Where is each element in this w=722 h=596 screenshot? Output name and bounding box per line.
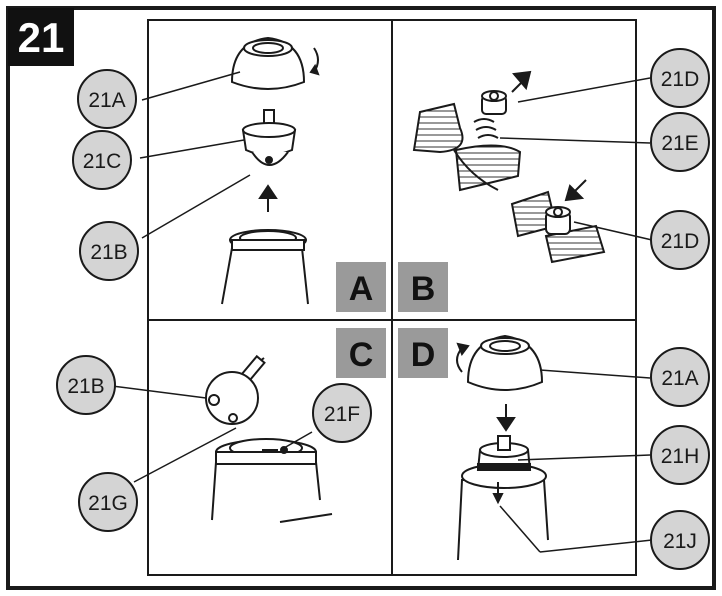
membrane-part-bottom (510, 190, 606, 264)
valve-ball-part (205, 354, 266, 425)
rotate-arrow-head-icon (309, 63, 320, 76)
step-number: 21 (18, 14, 65, 61)
panel-grid (147, 19, 637, 576)
panel-c-illustration (205, 354, 333, 523)
dome-cap-part-d (466, 334, 544, 391)
valve-assembly-part (241, 109, 297, 166)
svg-text:21F: 21F (324, 403, 360, 426)
svg-text:21E: 21E (661, 132, 698, 155)
up-arrow-icon (258, 184, 278, 212)
callout-d-top: 21A (650, 347, 710, 407)
svg-text:21H: 21H (661, 445, 700, 468)
svg-text:21C: 21C (83, 150, 122, 173)
svg-text:21D: 21D (661, 68, 700, 91)
dome-cap-part (230, 36, 306, 90)
svg-text:21A: 21A (88, 89, 125, 112)
callout-b-bottom: 21D (650, 210, 710, 270)
svg-text:21B: 21B (90, 241, 127, 264)
panel-label-c: C (336, 328, 386, 378)
callout-d-mid: 21H (650, 425, 710, 485)
rotate-arrow-head-icon-d (456, 342, 470, 357)
callout-c-bottom: 21G (78, 472, 138, 532)
panel-a-leaders (139, 71, 251, 239)
spring-part (473, 118, 499, 139)
callout-a-mid: 21C (72, 130, 132, 190)
bottle-neck-part-c (211, 438, 321, 521)
up-right-arrow-icon (511, 70, 532, 93)
outer-frame (6, 6, 716, 590)
svg-text:21J: 21J (663, 530, 697, 553)
svg-text:21B: 21B (67, 375, 104, 398)
valve-cap-part (481, 90, 507, 115)
bottle-neck-part (221, 229, 309, 305)
callout-a-bottom: 21B (79, 221, 139, 281)
panel-label-b: B (398, 262, 448, 312)
callout-b-top: 21D (650, 48, 710, 108)
panel-b-illustration (412, 70, 606, 264)
panel-d-illustration (456, 334, 549, 561)
panel-d-leaders (499, 369, 653, 553)
bottle-base-line (279, 513, 333, 523)
callout-d-bottom: 21J (650, 510, 710, 570)
svg-text:C: C (349, 336, 374, 374)
svg-text:D: D (411, 336, 436, 374)
callout-c-left: 21B (56, 355, 116, 415)
svg-text:21A: 21A (661, 367, 698, 390)
svg-text:21G: 21G (88, 492, 128, 515)
callout-a-top: 21A (77, 69, 137, 129)
callout-b-mid: 21E (650, 112, 710, 172)
svg-text:21D: 21D (661, 230, 700, 253)
svg-text:B: B (411, 270, 436, 308)
step-badge: 21 (8, 8, 74, 66)
down-arrow-icon (496, 404, 516, 432)
assembled-neck-part (457, 435, 549, 561)
callout-c-right: 21F (312, 383, 372, 443)
panel-label-a: A (336, 262, 386, 312)
svg-text:A: A (349, 270, 374, 308)
membrane-part-top (412, 102, 522, 192)
panel-c-leaders (111, 385, 313, 483)
panel-b-leaders (499, 77, 653, 241)
down-left-arrow-icon (564, 179, 587, 202)
panel-a-illustration (221, 36, 320, 305)
panel-label-d: D (398, 328, 448, 378)
